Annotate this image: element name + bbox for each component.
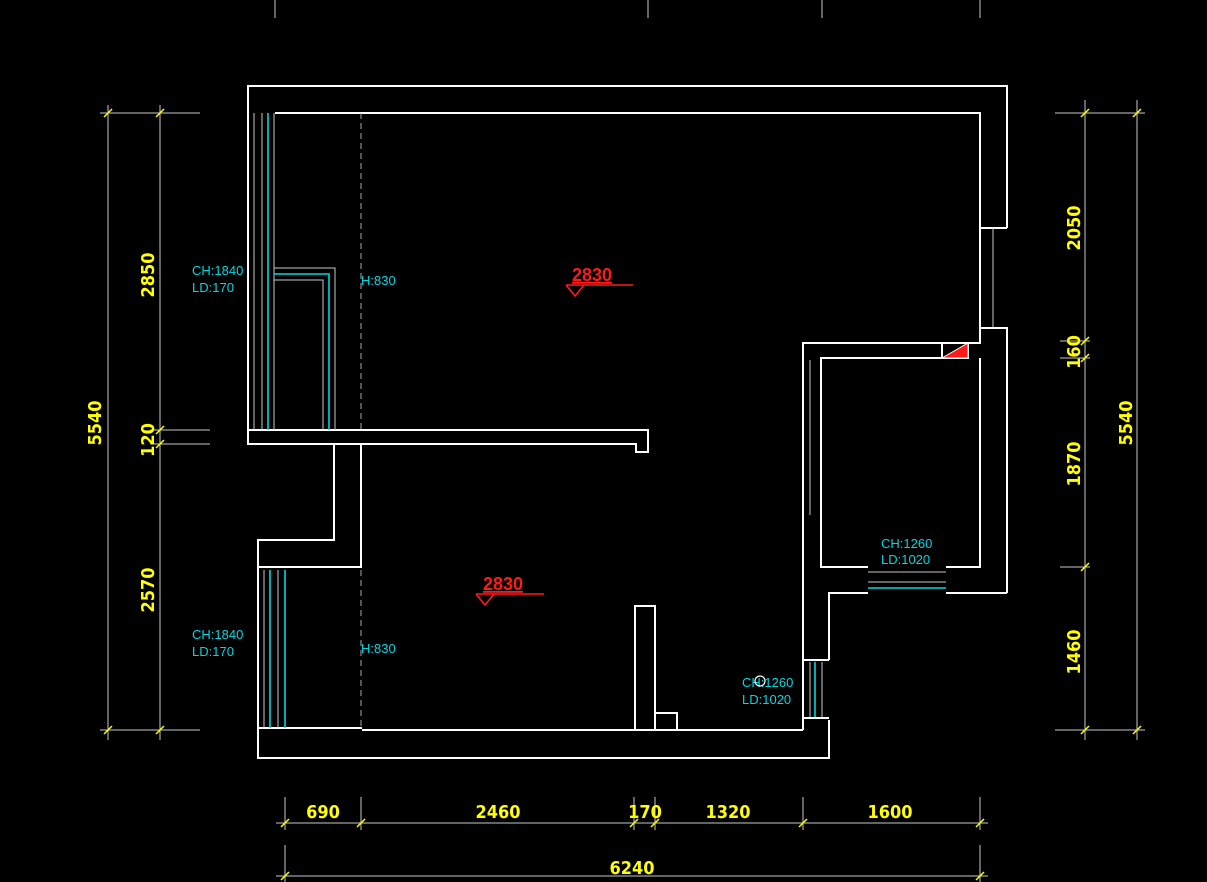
right-bottom-dimension: 1460 bbox=[1064, 629, 1085, 674]
bottom-dimension-3: 170 bbox=[628, 802, 662, 823]
elevation-marker-upper: 2830 bbox=[565, 265, 633, 298]
window-upper-left bbox=[253, 113, 336, 430]
right-small-dimension: 160 bbox=[1064, 335, 1085, 369]
bottom-total-dimension: 6240 bbox=[609, 858, 654, 879]
right-top-dimension: 2050 bbox=[1064, 205, 1085, 250]
beam-upper-height: H:830 bbox=[361, 273, 396, 288]
left-mid-dimension: 120 bbox=[138, 423, 159, 457]
window-lower-left bbox=[263, 570, 286, 728]
elevation-upper-text: 2830 bbox=[572, 265, 612, 285]
window-right-lower-ld: LD:1020 bbox=[742, 692, 791, 707]
cursor-crosshair-icon bbox=[754, 675, 766, 687]
left-dimension-lines bbox=[100, 105, 210, 740]
elevation-lower-text: 2830 bbox=[483, 574, 523, 594]
elevation-marker-lower: 2830 bbox=[475, 574, 544, 607]
left-total-dimension: 5540 bbox=[85, 400, 106, 445]
right-dimension-lines bbox=[1055, 100, 1145, 740]
red-corner-marker bbox=[940, 342, 969, 359]
bottom-dimension-2: 2460 bbox=[475, 802, 520, 823]
window-right-upper-ld: LD:1020 bbox=[881, 552, 930, 567]
right-total-dimension: 5540 bbox=[1116, 400, 1137, 445]
bottom-dimension-lines bbox=[276, 797, 988, 882]
walls bbox=[247, 85, 1008, 759]
bottom-dimension-4: 1320 bbox=[705, 802, 750, 823]
left-lower-dimension: 2570 bbox=[138, 567, 159, 612]
top-stub-lines bbox=[274, 0, 981, 18]
window-upper-left-ch: CH:1840 bbox=[192, 263, 243, 278]
window-right-lower-ch: CH:1260 bbox=[742, 675, 793, 690]
bottom-dimension-5: 1600 bbox=[867, 802, 912, 823]
window-lower-left-ld: LD:170 bbox=[192, 644, 234, 659]
window-upper-left-ld: LD:170 bbox=[192, 280, 234, 295]
left-upper-dimension: 2850 bbox=[138, 252, 159, 297]
right-mid-dimension: 1870 bbox=[1064, 441, 1085, 486]
window-right-upper-ch: CH:1260 bbox=[881, 536, 932, 551]
beam-lower-height: H:830 bbox=[361, 641, 396, 656]
window-lower-left-ch: CH:1840 bbox=[192, 627, 243, 642]
bottom-dimension-1: 690 bbox=[306, 802, 340, 823]
